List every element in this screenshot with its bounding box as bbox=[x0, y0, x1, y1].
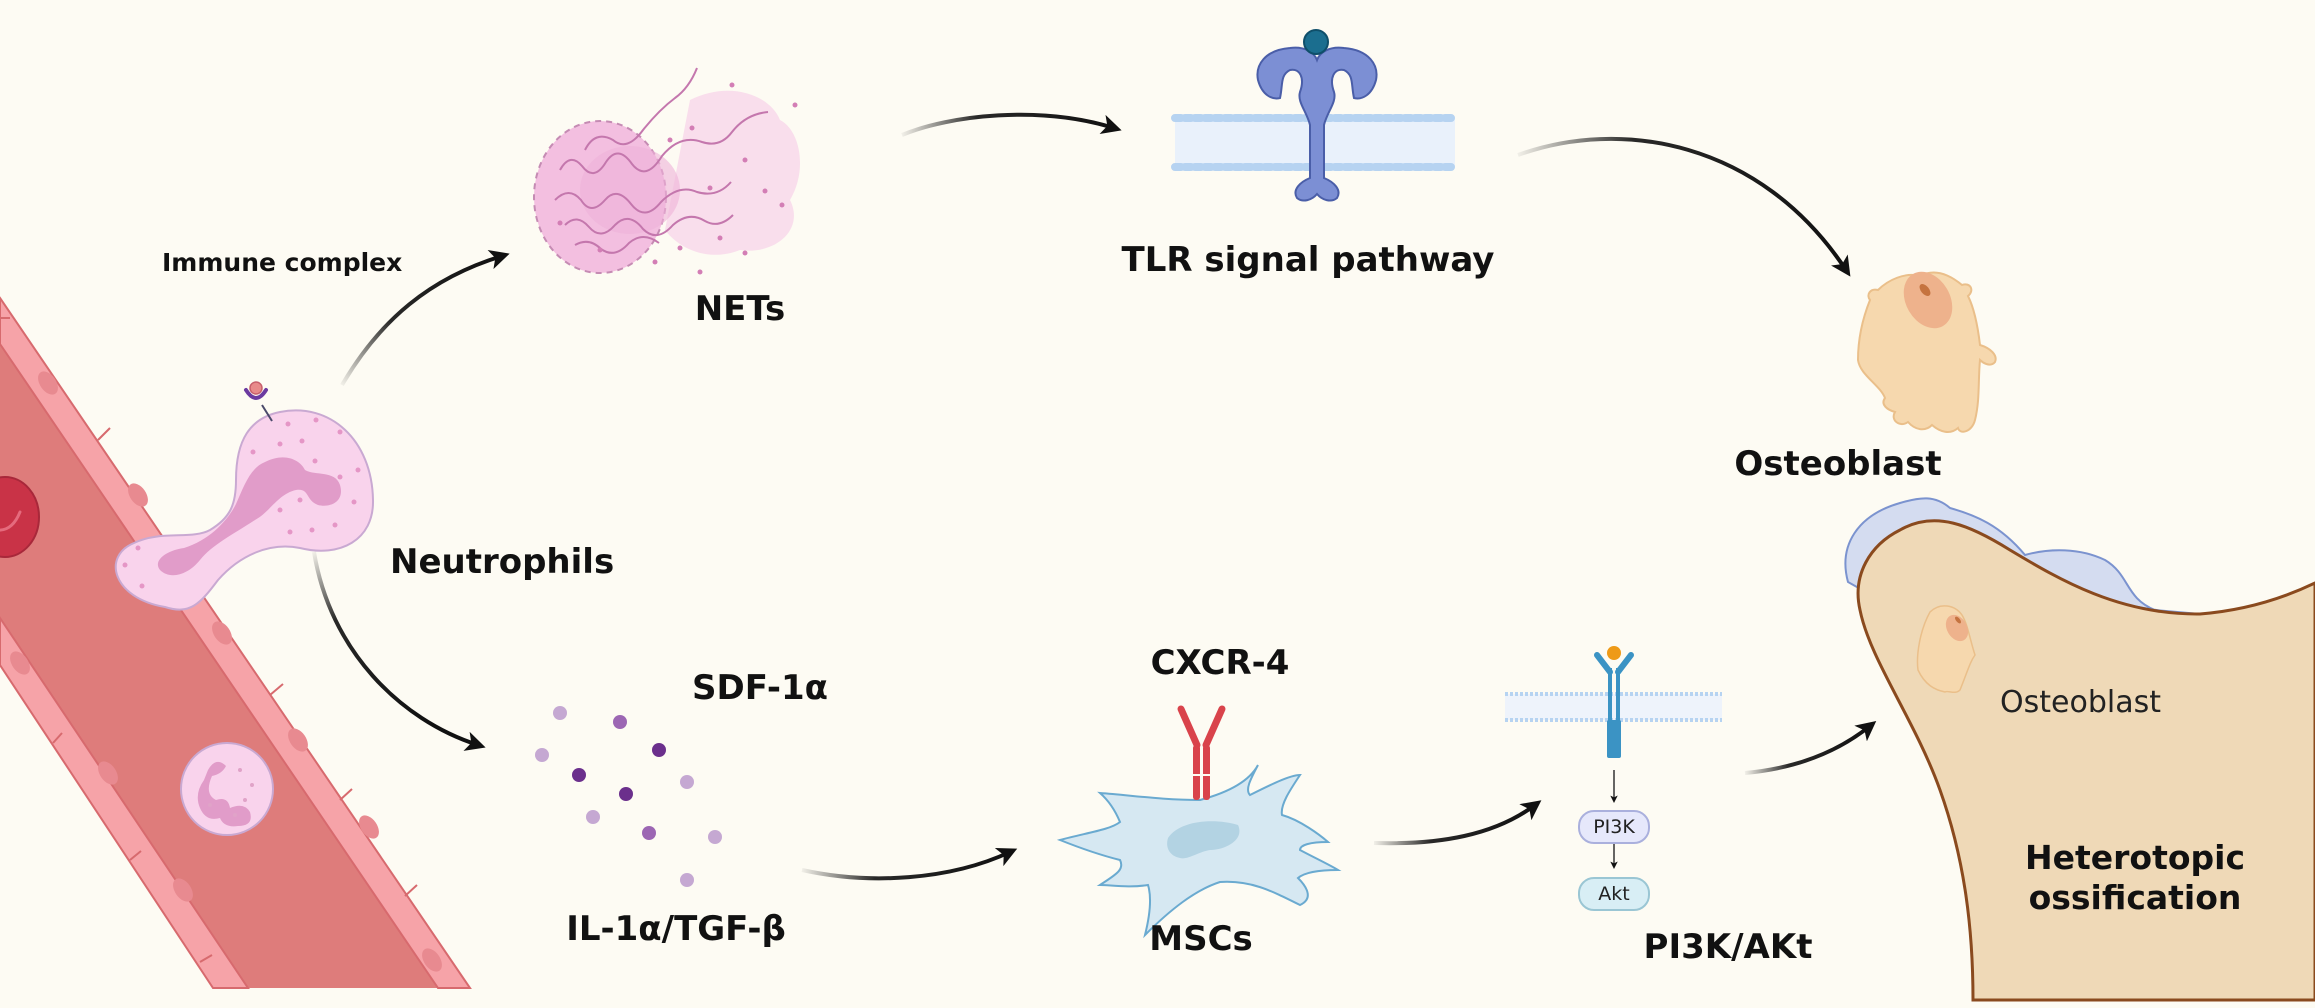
label-neutrophils: Neutrophils bbox=[390, 542, 615, 582]
cytokine-dot bbox=[619, 787, 633, 801]
blood-vessel bbox=[0, 296, 472, 989]
pi3k-node: PI3K bbox=[1578, 810, 1650, 844]
arrow-neutrophil-to-nets bbox=[340, 249, 510, 387]
osteoblast-in-bone-icon bbox=[1916, 605, 1976, 694]
cytokine-dot bbox=[708, 830, 722, 844]
label-mscs: MSCs bbox=[1149, 919, 1253, 959]
cell-membrane-2 bbox=[1505, 692, 1722, 722]
label-il1a-tgfb: IL-1α/TGF-β bbox=[566, 909, 786, 949]
akt-node: Akt bbox=[1578, 877, 1650, 911]
arrow-neutrophil-to-cytokines bbox=[312, 551, 486, 751]
tlr-receptor-icon bbox=[1171, 29, 1459, 202]
label-heterotopic-line2: ossification bbox=[2028, 878, 2242, 918]
arrow-nets-to-tlr bbox=[901, 112, 1122, 137]
label-cxcr4: CXCR-4 bbox=[1150, 643, 1290, 683]
bone-body bbox=[1856, 519, 2315, 1002]
label-osteoblast: Osteoblast bbox=[1734, 444, 1942, 484]
neutrophil-in-vessel bbox=[180, 742, 274, 836]
label-tlr-pathway: TLR signal pathway bbox=[1121, 240, 1495, 280]
cytokine-dot bbox=[652, 743, 666, 757]
label-nets: NETs bbox=[694, 289, 786, 329]
cytokine-dot bbox=[642, 826, 656, 840]
bone-illustration bbox=[1844, 497, 2315, 1002]
osteoblast-cell-icon bbox=[1856, 271, 1997, 433]
cytokine-dot bbox=[613, 715, 627, 729]
cytokines bbox=[535, 706, 722, 887]
neutrophil-transmigrating bbox=[114, 409, 375, 611]
rtk-receptor-icon bbox=[1505, 646, 1722, 869]
arrow-cytokines-to-msc bbox=[801, 848, 1018, 881]
cytokine-dot bbox=[586, 810, 600, 824]
label-immune-complex: Immune complex bbox=[162, 248, 403, 277]
cytokine-dot bbox=[680, 873, 694, 887]
cytokine-dot bbox=[572, 768, 586, 782]
red-blood-cell bbox=[0, 476, 40, 558]
label-sdf1a: SDF-1α bbox=[691, 668, 829, 708]
label-osteoblast-in-bone: Osteoblast bbox=[2000, 685, 2161, 720]
cytokine-dot bbox=[680, 775, 694, 789]
arrow-tlr-to-osteoblast bbox=[1517, 136, 1851, 277]
cytokine-dot bbox=[535, 748, 549, 762]
arrow-msc-to-pi3k bbox=[1373, 800, 1542, 846]
label-pi3k-akt: PI3K/AKt bbox=[1643, 927, 1813, 967]
msc-cell-icon bbox=[1056, 705, 1342, 939]
cytokine-dot bbox=[553, 706, 567, 720]
nets-illustration bbox=[533, 67, 801, 275]
arrows bbox=[312, 112, 1877, 881]
cxcr4-receptor-icon bbox=[1177, 705, 1226, 800]
label-heterotopic-line1: Heterotopic bbox=[2024, 838, 2246, 877]
vessel-wall-right bbox=[0, 296, 472, 989]
immune-complex-icon bbox=[244, 381, 273, 422]
label-heterotopic-ossification: Heterotopic ossification bbox=[2025, 838, 2245, 919]
arrow-pi3k-to-bone bbox=[1744, 721, 1877, 775]
